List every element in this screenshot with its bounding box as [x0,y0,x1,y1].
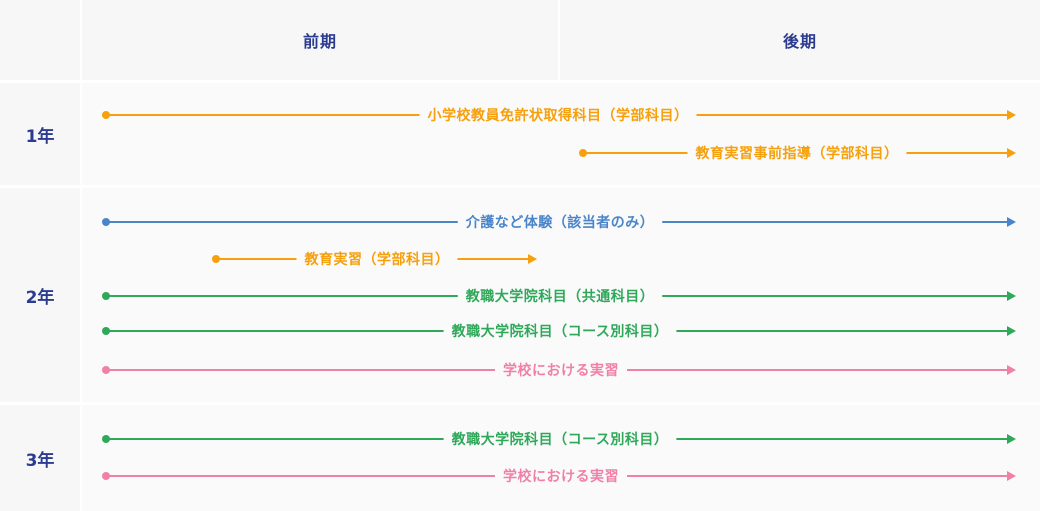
arrow-1: 小学校教員免許状取得科目（学部科目） [102,107,1016,124]
year-cell-2 [0,188,80,402]
arrowhead-icon [1007,471,1016,481]
arrow-2: 教育実習事前指導（学部科目） [579,145,1016,162]
arrow-6: 教職大学院科目（コース別科目） [102,323,1016,340]
arrow-3: 介護など体験（該当者のみ） [102,214,1016,231]
arrow-label: 教職大学院科目（コース別科目） [452,323,669,340]
arrowhead-icon [528,254,537,264]
arrow-label: 介護など体験（該当者のみ） [465,214,655,231]
arrowhead-icon [1007,291,1016,301]
arrow-5: 教職大学院科目（共通科目） [102,288,1016,305]
year-label-3: 3年 [25,450,55,471]
arrow-4: 教育実習（学部科目） [212,251,537,268]
arrowhead-icon [1007,434,1016,444]
header-cell-second [560,0,1040,80]
arrow-8: 教職大学院科目（コース別科目） [102,431,1016,448]
arrow-label: 小学校教員免許状取得科目（学部科目） [428,107,689,124]
arrow-label: 教育実習（学部科目） [305,251,450,268]
year-cell-1 [0,83,80,185]
arrow-label: 学校における実習 [503,468,619,485]
header-cell-first [82,0,558,80]
header-period-first: 前期 [302,32,337,51]
year-label-2: 2年 [25,287,55,308]
arrowhead-icon [1007,326,1016,336]
row-body-1 [82,83,1040,185]
arrow-label: 教職大学院科目（共通科目） [466,288,655,305]
year-label-1: 1年 [25,126,55,147]
arrowhead-icon [1007,148,1016,158]
corner-cell [0,0,80,80]
arrow-7: 学校における実習 [102,362,1016,379]
arrow-label: 学校における実習 [503,362,619,379]
arrowhead-icon [1007,110,1016,120]
arrowhead-icon [1007,365,1016,375]
arrow-9: 学校における実習 [102,468,1016,485]
arrow-label: 教育実習事前指導（学部科目） [696,145,899,162]
row-body-3 [82,405,1040,511]
year-cell-3 [0,405,80,511]
header-period-second: 後期 [782,32,817,51]
arrowhead-icon [1007,217,1016,227]
arrow-label: 教職大学院科目（コース別科目） [452,431,669,448]
